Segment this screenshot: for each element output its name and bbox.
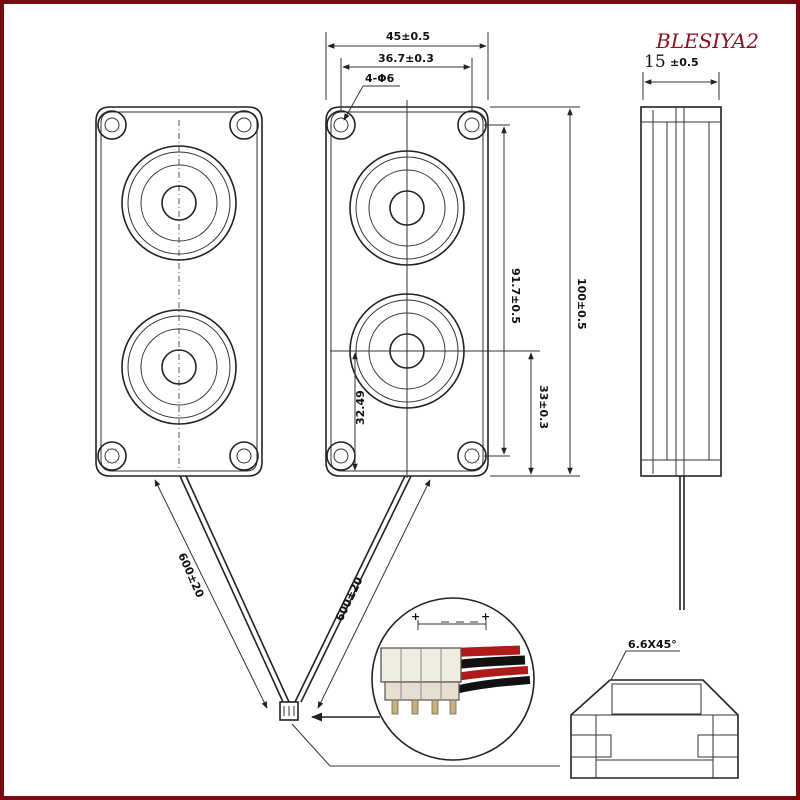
dim-center-33: 33±0.3 (537, 385, 550, 429)
mounting-hole (97, 110, 127, 140)
connector-plug (279, 701, 299, 721)
mounting-hole (457, 441, 487, 471)
dimension-labels: 45±0.5 36.7±0.3 4-Φ6 15 ±0.5 91.7±0.5 10… (175, 30, 698, 651)
dimension-lines (325, 32, 718, 477)
dim-width-holes: 36.7±0.3 (378, 52, 434, 65)
mounting-hole (229, 441, 259, 471)
dim-center-32: 32.49 (354, 390, 367, 425)
mounting-hole (326, 110, 356, 140)
dim-thickness-tolerance: ±0.5 (670, 56, 699, 69)
chamfer-detail (570, 650, 739, 779)
connector-detail (371, 597, 535, 761)
polarity-right: + (481, 610, 490, 623)
dim-thickness-prefix: 15 (644, 52, 666, 72)
module-side-view (640, 72, 722, 610)
dim-width-outer: 45±0.5 (386, 30, 430, 43)
brand-watermark: BLESIYA2 (655, 29, 759, 53)
mounting-hole (229, 110, 259, 140)
lens (121, 145, 237, 261)
dim-cable-right: 600±20 (333, 575, 366, 624)
lens (121, 309, 237, 425)
dim-holes: 4-Φ6 (365, 72, 395, 85)
lens (349, 150, 465, 266)
dim-height: 100±0.5 (575, 278, 588, 330)
module-back-view (95, 106, 263, 477)
dim-chamfer: 6.6X45° (628, 638, 677, 651)
cables (154, 475, 560, 767)
mounting-hole (457, 110, 487, 140)
mounting-hole (97, 441, 127, 471)
polarity-left: + (411, 610, 420, 623)
dim-hole-spacing: 91.7±0.5 (509, 268, 522, 324)
